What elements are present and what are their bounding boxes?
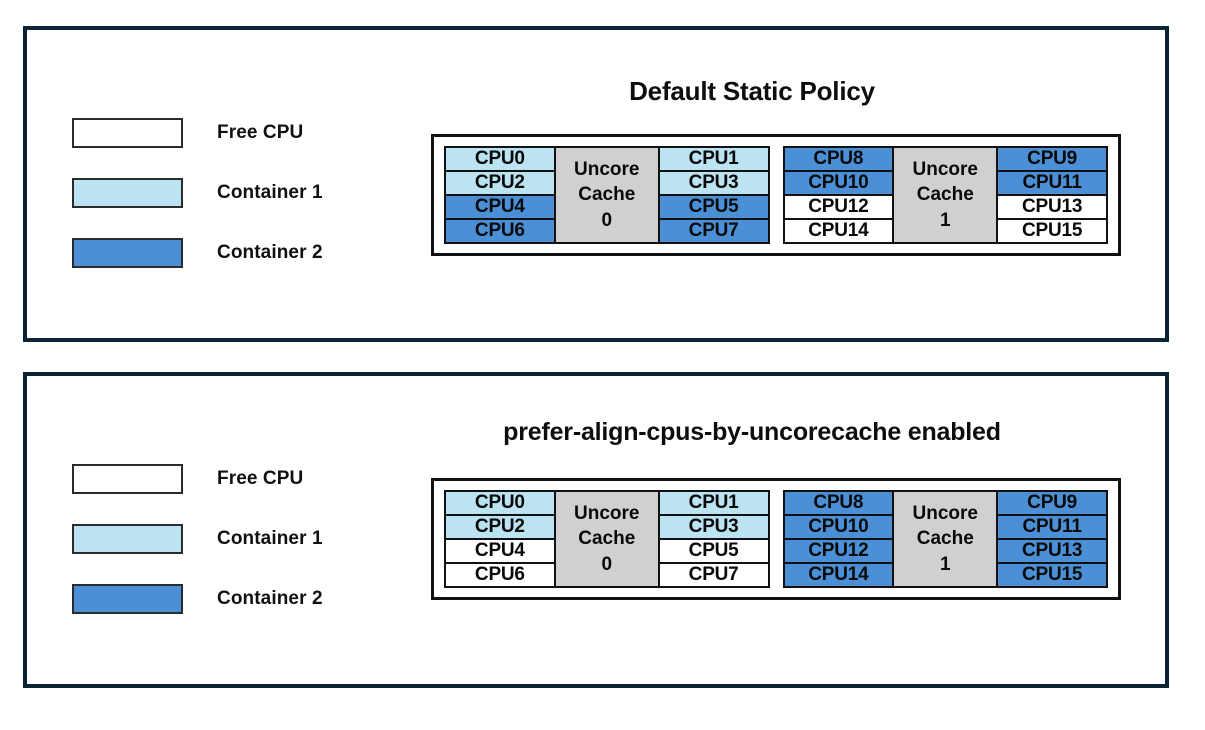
cpu-cell: CPU1 xyxy=(659,492,768,516)
legend-swatch-container-2 xyxy=(72,238,183,268)
cpu-column-left: CPU8 CPU10 CPU12 CPU14 xyxy=(784,148,893,242)
uncore-cache-index: 1 xyxy=(939,209,951,231)
uncore-cache-index: 0 xyxy=(601,553,613,575)
legend-item-container-2: Container 2 xyxy=(72,238,372,268)
legend-item-container-1: Container 1 xyxy=(72,524,372,554)
cpu-cell: CPU5 xyxy=(659,196,768,220)
cpu-cell: CPU1 xyxy=(659,148,768,172)
cpu-cell: CPU0 xyxy=(446,148,554,172)
cpu-cell: CPU6 xyxy=(446,564,554,586)
uncore-cache-box: Uncore Cache 0 xyxy=(553,492,660,586)
cpu-cell: CPU2 xyxy=(446,172,554,196)
cpu-column-right: CPU9 CPU11 CPU13 CPU15 xyxy=(998,492,1106,586)
cpu-cell: CPU3 xyxy=(659,516,768,540)
cpu-column-right: CPU1 CPU3 CPU5 CPU7 xyxy=(659,492,768,586)
cpu-cell: CPU7 xyxy=(659,564,768,586)
legend-swatch-container-2 xyxy=(72,584,183,614)
cache-group-1: CPU8 CPU10 CPU12 CPU14 Uncore Cache 1 CP… xyxy=(782,146,1108,244)
legend-label-container-1: Container 1 xyxy=(217,528,323,549)
page-title: prefer-align-cpus-by-uncorecache enabled xyxy=(503,418,1001,446)
cpu-cell: CPU4 xyxy=(446,196,554,220)
legend-swatch-free-cpu xyxy=(72,118,183,148)
cpu-cell: CPU13 xyxy=(998,196,1106,220)
cpu-cell: CPU15 xyxy=(998,220,1106,242)
cpu-cell: CPU6 xyxy=(446,220,554,242)
uncore-cache-label-line2: Cache xyxy=(578,528,636,550)
uncore-cache-label-line2: Cache xyxy=(578,184,636,206)
legend-item-container-1: Container 1 xyxy=(72,178,372,208)
cache-group-1: CPU8 CPU10 CPU12 CPU14 Uncore Cache 1 CP… xyxy=(782,490,1108,588)
uncore-cache-label-line2: Cache xyxy=(916,184,974,206)
cpu-cell: CPU5 xyxy=(659,540,768,564)
cpu-cell: CPU7 xyxy=(659,220,768,242)
cpu-column-right: CPU1 CPU3 CPU5 CPU7 xyxy=(659,148,768,242)
cache-group-0: CPU0 CPU2 CPU4 CPU6 Uncore Cache 0 CPU1 … xyxy=(444,146,770,244)
cpu-column-left: CPU0 CPU2 CPU4 CPU6 xyxy=(446,492,554,586)
cpu-topology-diagram: CPU0 CPU2 CPU4 CPU6 Uncore Cache 0 CPU1 … xyxy=(431,478,1121,600)
cpu-column-left: CPU0 CPU2 CPU4 CPU6 xyxy=(446,148,554,242)
cpu-cell: CPU2 xyxy=(446,516,554,540)
legend-swatch-free-cpu xyxy=(72,464,183,494)
legend-swatch-container-1 xyxy=(72,178,183,208)
panel-prefer-align-cpus-by-uncorecache: prefer-align-cpus-by-uncorecache enabled… xyxy=(23,372,1169,688)
cpu-cell: CPU13 xyxy=(998,540,1106,564)
uncore-cache-index: 0 xyxy=(601,209,613,231)
cache-group-0: CPU0 CPU2 CPU4 CPU6 Uncore Cache 0 CPU1 … xyxy=(444,490,770,588)
uncore-cache-index: 1 xyxy=(939,553,951,575)
cpu-cell: CPU10 xyxy=(784,516,893,540)
uncore-cache-label-line2: Cache xyxy=(916,528,974,550)
uncore-cache-label-line1: Uncore xyxy=(912,159,978,181)
cpu-cell: CPU15 xyxy=(998,564,1106,586)
legend-item-free-cpu: Free CPU xyxy=(72,118,372,148)
cpu-cell: CPU9 xyxy=(998,492,1106,516)
legend: Free CPU Container 1 Container 2 xyxy=(72,464,372,614)
uncore-cache-label-line1: Uncore xyxy=(574,503,640,525)
cpu-column-right: CPU9 CPU11 CPU13 CPU15 xyxy=(998,148,1106,242)
uncore-cache-box: Uncore Cache 0 xyxy=(553,148,660,242)
cpu-cell: CPU12 xyxy=(784,540,893,564)
cpu-cell: CPU9 xyxy=(998,148,1106,172)
legend-item-container-2: Container 2 xyxy=(72,584,372,614)
cpu-cell: CPU11 xyxy=(998,172,1106,196)
cpu-cell: CPU0 xyxy=(446,492,554,516)
legend-swatch-container-1 xyxy=(72,524,183,554)
legend-label-free-cpu: Free CPU xyxy=(217,122,304,143)
uncore-cache-box: Uncore Cache 1 xyxy=(892,148,999,242)
cpu-cell: CPU10 xyxy=(784,172,893,196)
legend-label-container-1: Container 1 xyxy=(217,182,323,203)
cpu-cell: CPU14 xyxy=(784,564,893,586)
legend-item-free-cpu: Free CPU xyxy=(72,464,372,494)
cpu-cell: CPU8 xyxy=(784,492,893,516)
cpu-cell: CPU4 xyxy=(446,540,554,564)
cpu-cell: CPU11 xyxy=(998,516,1106,540)
legend-label-container-2: Container 2 xyxy=(217,242,323,263)
uncore-cache-label-line1: Uncore xyxy=(574,159,640,181)
page-title: Default Static Policy xyxy=(629,76,875,106)
cpu-cell: CPU3 xyxy=(659,172,768,196)
legend-label-container-2: Container 2 xyxy=(217,588,323,609)
cpu-cell: CPU12 xyxy=(784,196,893,220)
legend-label-free-cpu: Free CPU xyxy=(217,468,304,489)
cpu-column-left: CPU8 CPU10 CPU12 CPU14 xyxy=(784,492,893,586)
panel-default-static-policy: Default Static Policy Free CPU Container… xyxy=(23,26,1169,342)
cpu-cell: CPU8 xyxy=(784,148,893,172)
uncore-cache-box: Uncore Cache 1 xyxy=(892,492,999,586)
cpu-cell: CPU14 xyxy=(784,220,893,242)
legend: Free CPU Container 1 Container 2 xyxy=(72,118,372,268)
cpu-topology-diagram: CPU0 CPU2 CPU4 CPU6 Uncore Cache 0 CPU1 … xyxy=(431,134,1121,256)
uncore-cache-label-line1: Uncore xyxy=(912,503,978,525)
